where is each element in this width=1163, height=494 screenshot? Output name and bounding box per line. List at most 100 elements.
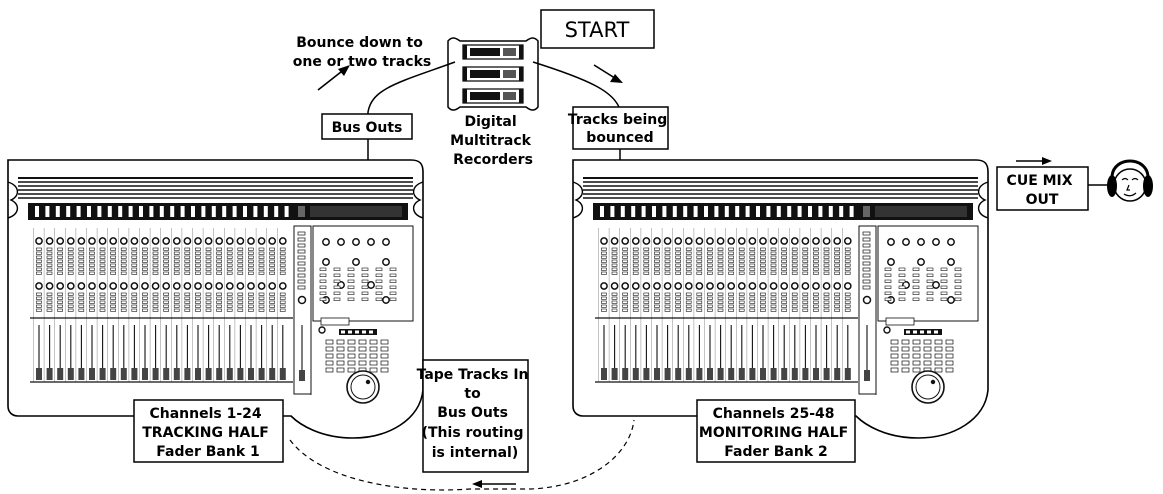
button — [142, 260, 147, 262]
button — [47, 272, 52, 274]
button — [760, 301, 765, 303]
button — [845, 297, 850, 299]
button — [813, 260, 818, 262]
button — [259, 297, 264, 299]
button — [334, 298, 340, 301]
arrow-cue-right-icon — [1016, 157, 1052, 165]
button — [227, 293, 232, 295]
button — [718, 301, 723, 303]
button — [111, 268, 116, 270]
button — [390, 298, 396, 301]
button — [47, 268, 52, 270]
button — [782, 268, 787, 270]
transport-button — [370, 340, 377, 344]
button — [153, 272, 158, 274]
button — [612, 252, 617, 254]
button — [238, 256, 243, 258]
button — [270, 256, 275, 258]
button — [79, 272, 84, 274]
fader-cap — [802, 368, 808, 380]
button — [142, 272, 147, 274]
button — [142, 297, 147, 299]
button — [79, 260, 84, 262]
button — [782, 264, 787, 266]
knob — [68, 238, 74, 244]
button — [89, 264, 94, 266]
button — [697, 256, 702, 258]
transport-button — [924, 354, 931, 358]
button — [913, 292, 919, 295]
button — [259, 272, 264, 274]
knob — [696, 283, 702, 289]
button — [153, 264, 158, 266]
button — [100, 260, 105, 262]
button — [845, 252, 850, 254]
button — [739, 264, 744, 266]
transport-button — [337, 354, 344, 358]
knob — [728, 283, 734, 289]
knob — [142, 283, 148, 289]
knob — [131, 238, 137, 244]
button — [718, 268, 723, 270]
knob — [933, 282, 939, 288]
knob — [771, 238, 777, 244]
button — [665, 268, 670, 270]
meter-segment — [600, 206, 604, 217]
button — [100, 248, 105, 250]
display-digit — [369, 331, 373, 334]
button — [248, 293, 253, 295]
button — [676, 272, 681, 274]
button — [36, 268, 41, 270]
button — [612, 272, 617, 274]
button — [863, 280, 870, 283]
button — [121, 268, 126, 270]
button — [227, 297, 232, 299]
transport-button — [326, 354, 333, 358]
knob — [834, 283, 840, 289]
button — [153, 309, 158, 311]
button — [153, 260, 158, 262]
meter-segment — [850, 206, 854, 217]
button — [707, 293, 712, 295]
button — [885, 298, 891, 301]
button — [824, 301, 829, 303]
button — [760, 256, 765, 258]
button — [68, 260, 73, 262]
button — [729, 301, 734, 303]
button — [899, 280, 905, 283]
transport-button — [902, 354, 909, 358]
button — [142, 256, 147, 258]
knob — [269, 238, 275, 244]
button — [132, 309, 137, 311]
button — [153, 248, 158, 250]
fader-cap — [68, 368, 74, 380]
button — [89, 256, 94, 258]
button — [132, 272, 137, 274]
button — [835, 293, 840, 295]
transport-button — [326, 368, 333, 372]
button — [612, 305, 617, 307]
button — [633, 309, 638, 311]
button — [813, 256, 818, 258]
button — [750, 309, 755, 311]
button — [863, 274, 870, 277]
button — [89, 260, 94, 262]
button — [280, 264, 285, 266]
button — [697, 252, 702, 254]
button — [771, 272, 776, 274]
button — [280, 268, 285, 270]
button — [612, 293, 617, 295]
button — [164, 260, 169, 262]
button — [227, 260, 232, 262]
button — [676, 264, 681, 266]
tape-tracks-line-2: to — [464, 386, 481, 402]
transport-button — [891, 361, 898, 365]
meter-segment — [139, 206, 143, 217]
button — [121, 256, 126, 258]
knob — [47, 283, 53, 289]
button — [376, 292, 382, 295]
knob — [802, 283, 808, 289]
button — [111, 293, 116, 295]
button — [376, 298, 382, 301]
